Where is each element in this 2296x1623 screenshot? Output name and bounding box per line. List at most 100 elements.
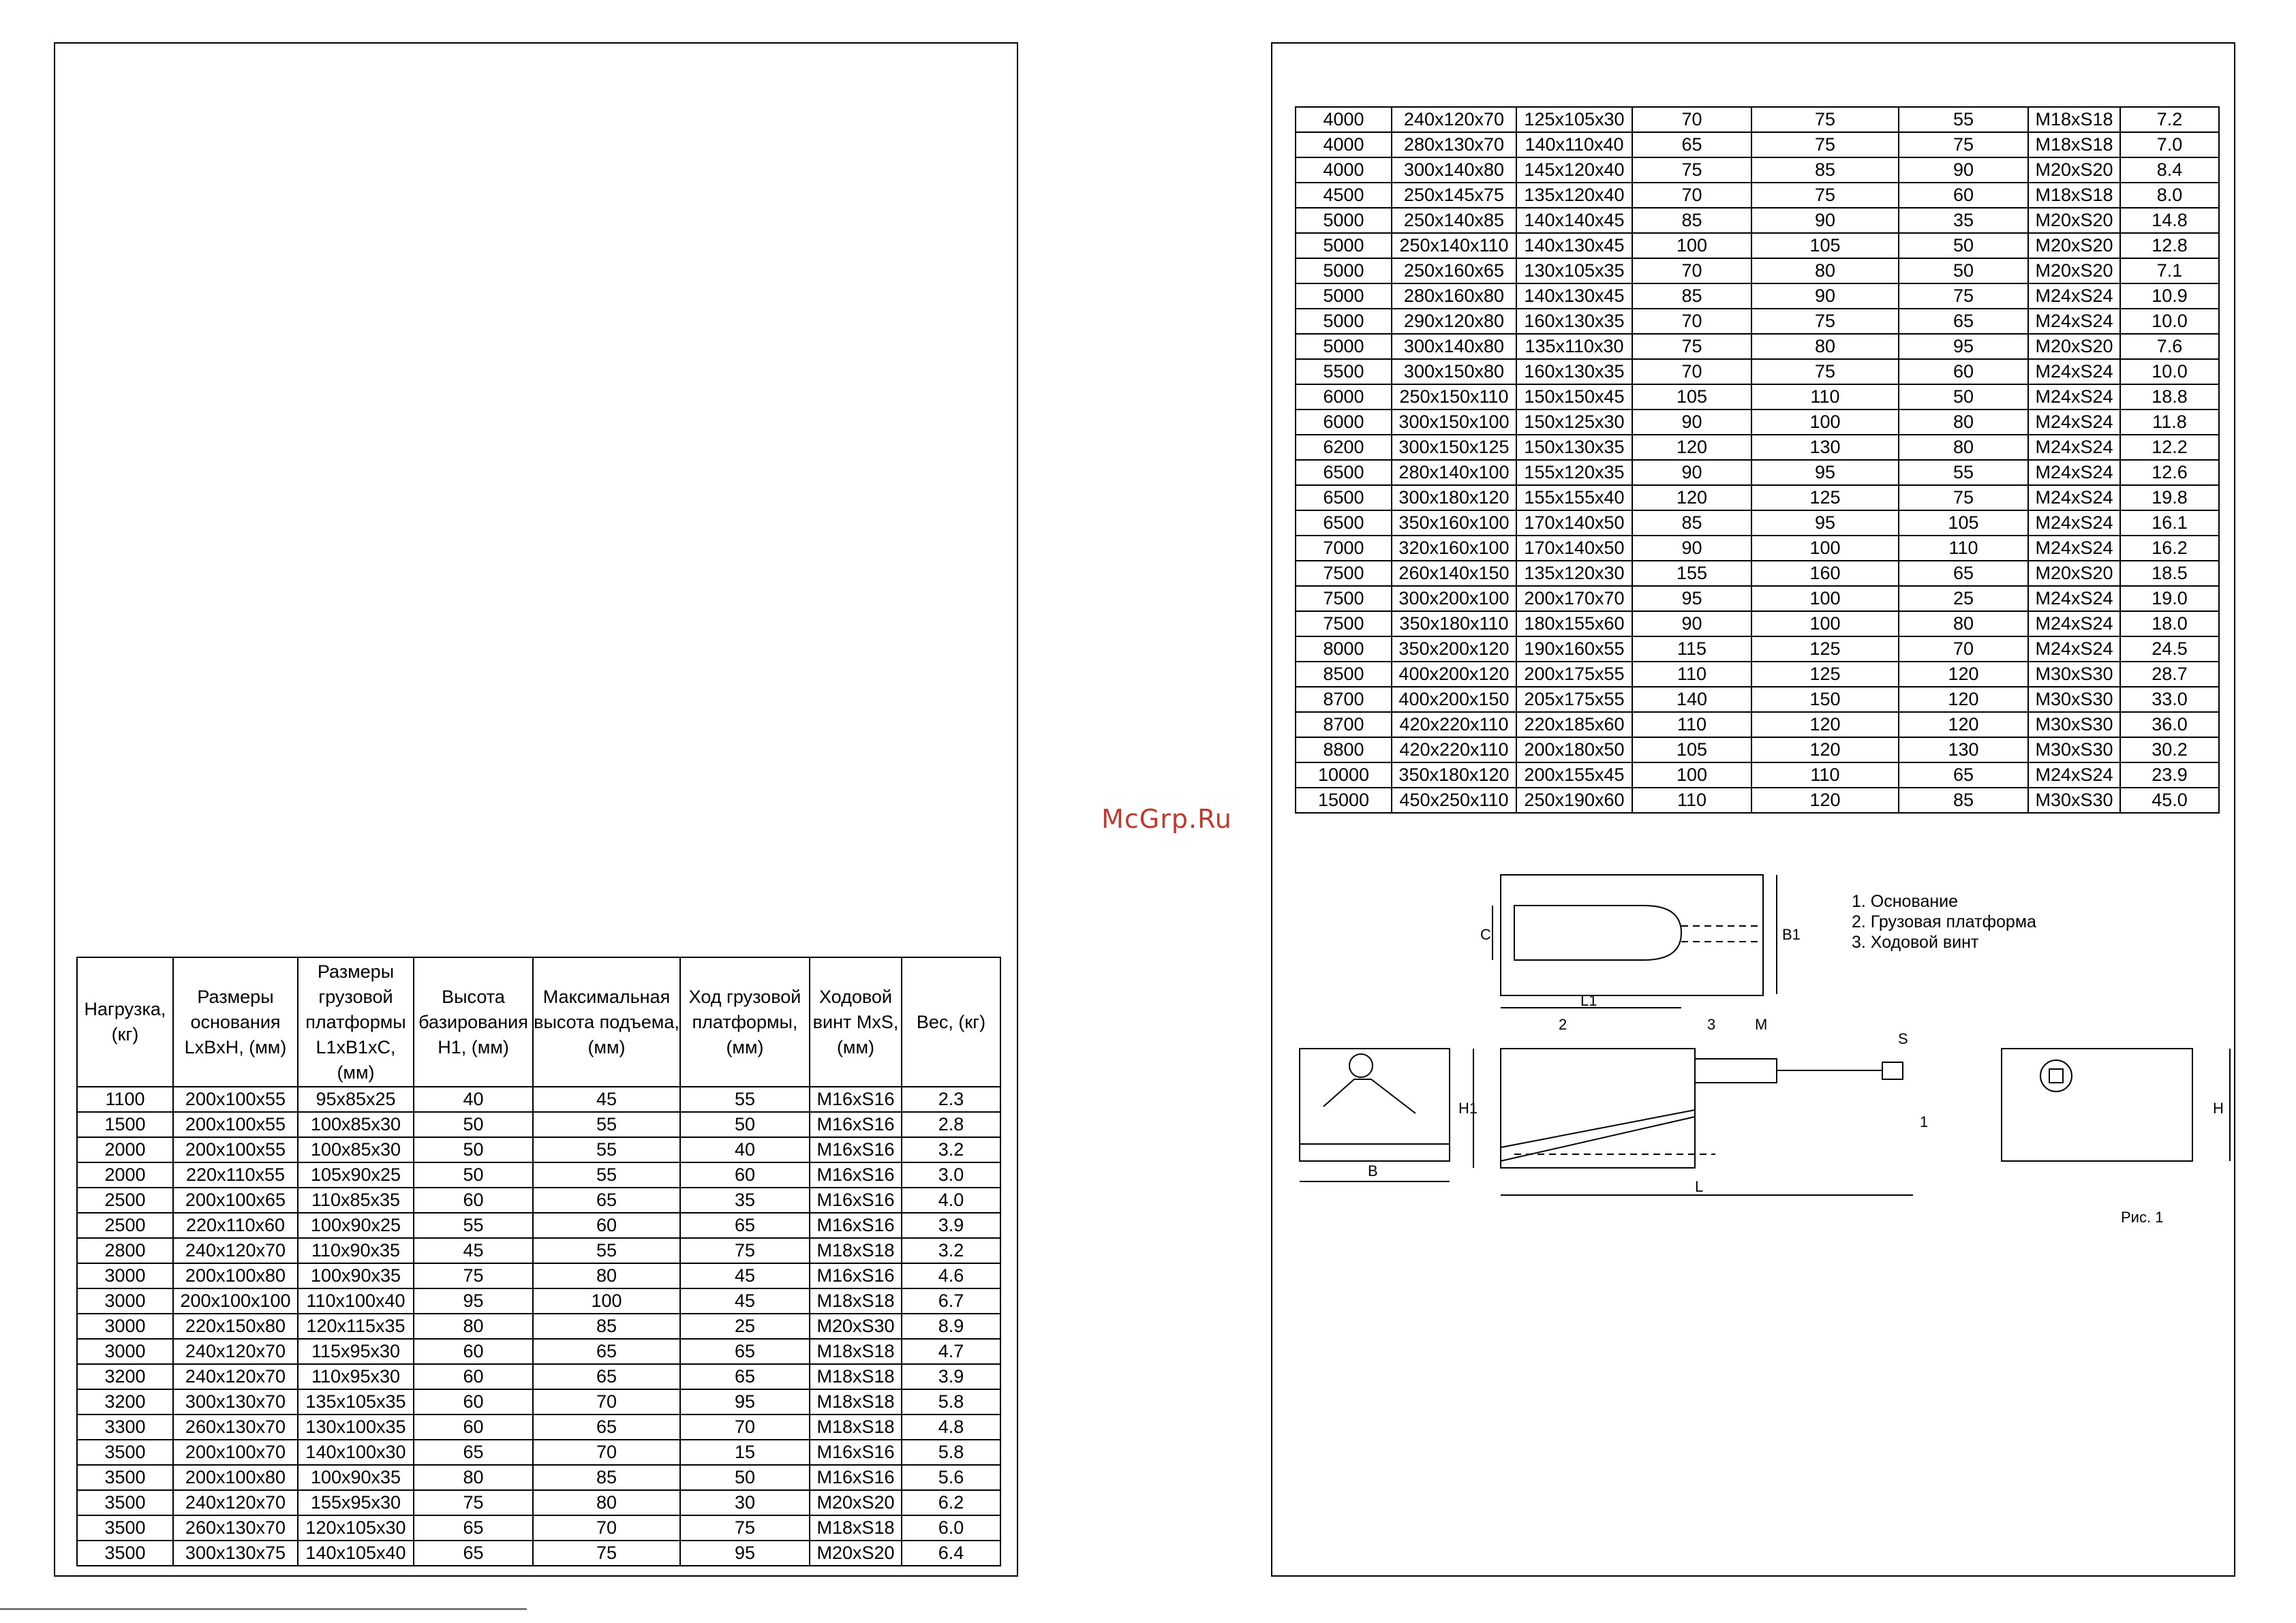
table-cell: 12.8 — [2119, 232, 2220, 259]
table-cell: 200x100x70 — [172, 1439, 299, 1466]
table-cell: M30xS30 — [2027, 737, 2121, 763]
table-cell: 100 — [1751, 409, 1899, 435]
table-cell: 7.1 — [2119, 258, 2220, 284]
table-cell: 3200 — [76, 1389, 174, 1415]
table-cell: 3500 — [76, 1540, 174, 1566]
table-cell: 14.8 — [2119, 207, 2220, 234]
table-cell: 105 — [1751, 232, 1899, 259]
table-cell: 3500 — [76, 1489, 174, 1516]
table-cell: 6500 — [1295, 459, 1392, 486]
table-cell: 300x200x100 — [1391, 585, 1517, 612]
footer-rule — [0, 1608, 527, 1610]
table-cell: 110 — [1751, 762, 1899, 788]
table-cell: 70 — [532, 1515, 681, 1541]
table-cell: 100 — [532, 1288, 681, 1314]
table-cell: 10.0 — [2119, 308, 2220, 335]
table-cell: 65 — [413, 1515, 534, 1541]
table-cell: 3.0 — [901, 1162, 1001, 1188]
table-cell: 155 — [1632, 560, 1752, 587]
table-cell: 125x105x30 — [1516, 106, 1633, 133]
table-cell: 18.5 — [2119, 560, 2220, 587]
label-platform-number: 2 — [1559, 1016, 1567, 1033]
table-cell: 110 — [1898, 535, 2029, 561]
table-cell: 90 — [1751, 207, 1899, 234]
table-cell: 55 — [532, 1111, 681, 1138]
table-cell: 55 — [413, 1212, 534, 1239]
table-cell: 85 — [1632, 283, 1752, 309]
table-cell: 75 — [532, 1540, 681, 1566]
table-cell: 7.6 — [2119, 333, 2220, 360]
table-cell: 5000 — [1295, 232, 1392, 259]
table-cell: 140x105x40 — [297, 1540, 414, 1566]
table-cell: 320x160x100 — [1391, 535, 1517, 561]
table-cell: 205x175x55 — [1516, 686, 1633, 713]
header-base-height: Высота базирования H1, (мм) — [413, 957, 534, 1087]
table-cell: 3.2 — [901, 1237, 1001, 1264]
table-cell: 65 — [1898, 560, 2029, 587]
table-cell: 7.2 — [2119, 106, 2220, 133]
table-cell: 3300 — [76, 1414, 174, 1440]
table-cell: 6000 — [1295, 384, 1392, 410]
table-cell: 55 — [532, 1237, 681, 1264]
table-cell: 7500 — [1295, 585, 1392, 612]
table-cell: 250x145x75 — [1391, 182, 1517, 208]
table-cell: 300x150x100 — [1391, 409, 1517, 435]
table-cell: 200x100x55 — [172, 1086, 299, 1113]
table-cell: 95 — [1751, 459, 1899, 486]
table-cell: 150x150x45 — [1516, 384, 1633, 410]
table-cell: 3.9 — [901, 1212, 1001, 1239]
table-cell: 85 — [1898, 787, 2029, 814]
table-cell: 300x150x125 — [1391, 434, 1517, 461]
table-cell: 200x180x50 — [1516, 737, 1633, 763]
table-cell: 25 — [679, 1313, 810, 1340]
table-cell: 240x120x70 — [172, 1237, 299, 1264]
table-cell: 40 — [679, 1137, 810, 1163]
table-cell: 15 — [679, 1439, 810, 1466]
table-cell: 75 — [679, 1515, 810, 1541]
top-view-drawing — [1492, 874, 1777, 1008]
table-cell: 11.8 — [2119, 409, 2220, 435]
table-cell: 350x180x120 — [1391, 762, 1517, 788]
table-cell: 80 — [1751, 333, 1899, 360]
table-cell: 120x115x35 — [297, 1313, 414, 1340]
table-cell: M20xS30 — [809, 1313, 902, 1340]
table-cell: 140x100x30 — [297, 1439, 414, 1466]
table-cell: M16xS16 — [809, 1137, 902, 1163]
table-cell: 100 — [1632, 762, 1752, 788]
table-cell: 110x95x30 — [297, 1363, 414, 1390]
table-cell: 7500 — [1295, 610, 1392, 637]
table-cell: 150x130x35 — [1516, 434, 1633, 461]
table-cell: 75 — [1751, 132, 1899, 158]
table-cell: 110 — [1751, 384, 1899, 410]
dim-label-b1: B1 — [1782, 926, 1801, 943]
header-base-dimensions: Размеры основания LxBxH, (мм) — [172, 957, 299, 1087]
table-cell: 110x90x35 — [297, 1237, 414, 1264]
table-cell: 135x105x35 — [297, 1389, 414, 1415]
table-cell: 65 — [532, 1363, 681, 1390]
table-cell: 135x120x40 — [1516, 182, 1633, 208]
table-cell: 105 — [1632, 384, 1752, 410]
table-cell: 220x185x60 — [1516, 711, 1633, 738]
table-cell: M24xS24 — [2027, 409, 2121, 435]
side-view-drawing — [1473, 1048, 1913, 1196]
table-cell: 60 — [1898, 358, 2029, 385]
table-cell: 280x160x80 — [1391, 283, 1517, 309]
table-cell: 70 — [1632, 308, 1752, 335]
table-cell: 10.0 — [2119, 358, 2220, 385]
table-cell: M16xS16 — [809, 1111, 902, 1138]
table-cell: 1100 — [76, 1086, 174, 1113]
table-cell: 4000 — [1295, 132, 1392, 158]
table-cell: 110 — [1632, 661, 1752, 687]
